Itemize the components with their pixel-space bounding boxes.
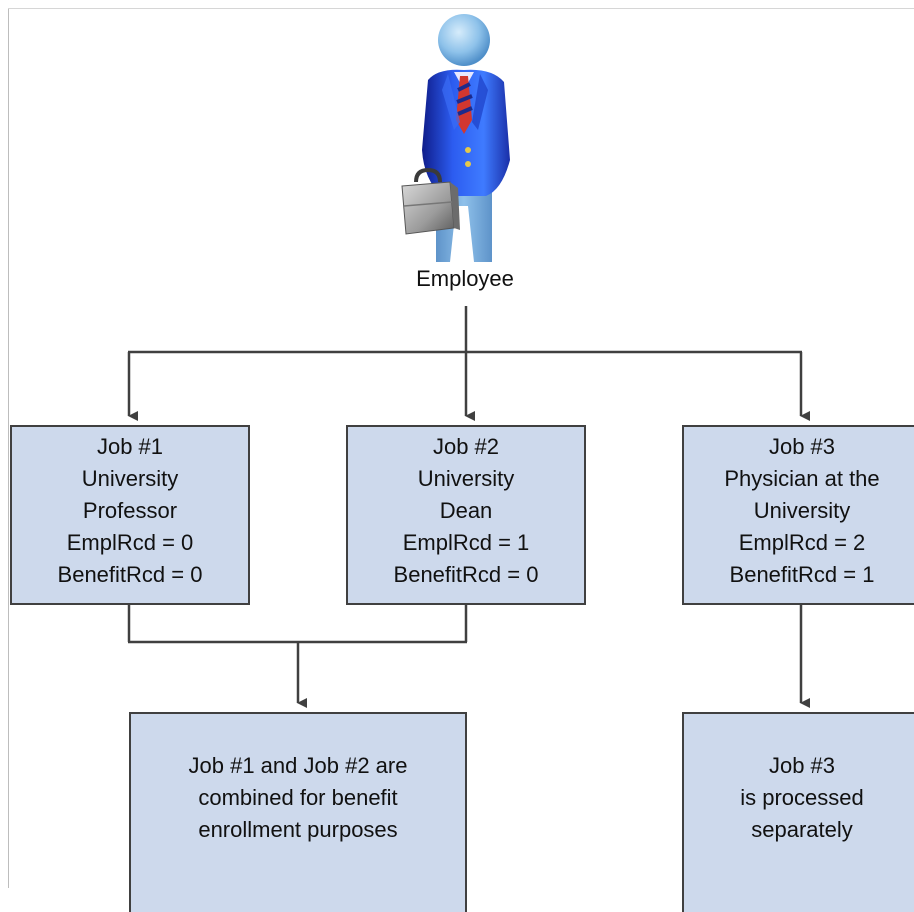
result-2-line: separately	[751, 817, 853, 842]
job-2-line: BenefitRcd = 0	[393, 562, 539, 587]
job-1-line: EmplRcd = 0	[66, 530, 194, 555]
frame-top-border	[8, 8, 914, 9]
job-3-line: BenefitRcd = 1	[729, 562, 875, 587]
job-1-line: Job #1	[96, 434, 164, 459]
result-box-2: Job #3 is processed separately	[682, 712, 914, 912]
job-3-line: Job #3	[768, 434, 836, 459]
job-2-line: Job #2	[432, 434, 500, 459]
job-2-line: University	[417, 466, 515, 491]
result-box-1: Job #1 and Job #2 are combined for benef…	[129, 712, 467, 912]
job-box-1: Job #1 University Professor EmplRcd = 0 …	[10, 425, 250, 605]
result-2-line: Job #3	[768, 753, 836, 778]
job-3-line: EmplRcd = 2	[738, 530, 866, 555]
job-box-2: Job #2 University Dean EmplRcd = 1 Benef…	[346, 425, 586, 605]
job-box-3: Job #3 Physician at the University EmplR…	[682, 425, 914, 605]
result-2-line: is processed	[740, 785, 864, 810]
result-1-line: Job #1 and Job #2 are	[188, 753, 408, 778]
connector-lines	[127, 306, 810, 708]
job-1-line: University	[81, 466, 179, 491]
job-1-line: Professor	[82, 498, 178, 523]
employee-with-briefcase-icon	[401, 14, 510, 262]
frame-left-border	[8, 8, 9, 888]
job-1-line: BenefitRcd = 0	[57, 562, 203, 587]
employee-label: Employee	[416, 266, 514, 291]
result-1-line: combined for benefit	[198, 785, 398, 810]
job-3-line: Physician at the	[724, 466, 880, 491]
job-2-line: EmplRcd = 1	[402, 530, 530, 555]
job-3-line: University	[753, 498, 851, 523]
result-1-line: enrollment purposes	[198, 817, 398, 842]
job-2-line: Dean	[439, 498, 493, 523]
